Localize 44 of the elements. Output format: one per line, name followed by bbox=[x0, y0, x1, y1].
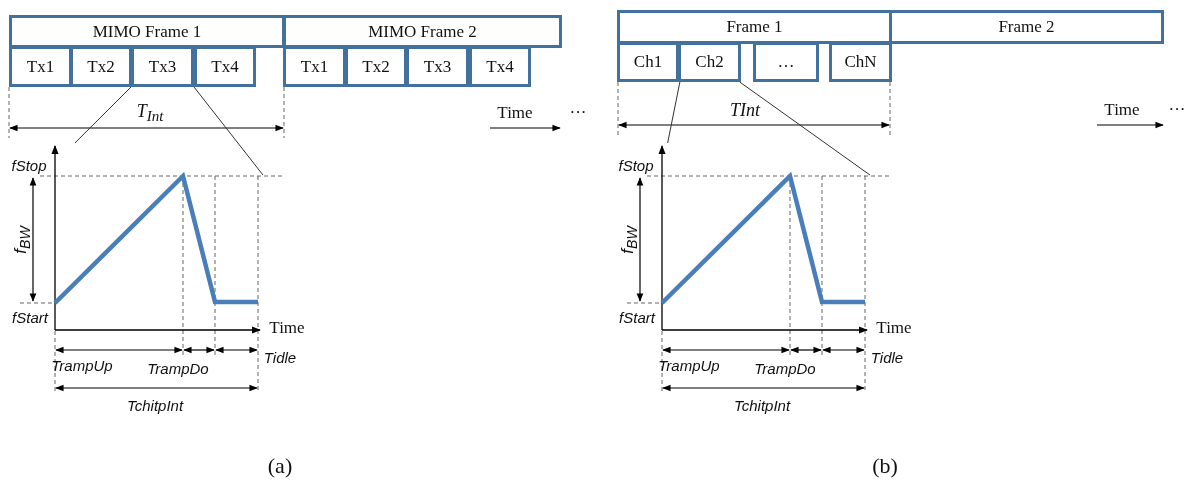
frame-box: Frame 2 bbox=[889, 10, 1164, 44]
slot-box: Tx2 bbox=[70, 46, 132, 87]
slot-box: Tx3 bbox=[131, 46, 194, 87]
slot-box: Tx2 bbox=[345, 46, 407, 87]
slot-box: Tx4 bbox=[194, 46, 256, 87]
chirp-plot bbox=[657, 143, 870, 335]
slot-box: ChN bbox=[829, 42, 892, 82]
time-interval-label: TInt bbox=[730, 99, 760, 121]
leader-line bbox=[74, 86, 132, 144]
ellipsis: ··· bbox=[569, 103, 587, 123]
frequency-label: fStop bbox=[11, 156, 47, 174]
slot-box: … bbox=[753, 42, 819, 82]
slot-box: Tx4 bbox=[469, 46, 531, 87]
ellipsis: ··· bbox=[1168, 100, 1184, 120]
leader-line bbox=[739, 81, 871, 176]
duration-label: Tidle bbox=[263, 348, 297, 366]
frequency-label: fStart bbox=[12, 308, 48, 326]
duration-label: Tidle bbox=[870, 348, 904, 366]
duration-label: TrampDo bbox=[147, 359, 209, 377]
leader-line bbox=[667, 81, 681, 144]
slot-box: Tx1 bbox=[9, 46, 72, 87]
frame-box: MIMO Frame 2 bbox=[283, 15, 562, 48]
frequency-label: fStop bbox=[618, 156, 654, 174]
slot-box: Tx3 bbox=[406, 46, 469, 87]
chirp-plot bbox=[50, 143, 263, 335]
time-interval-label: T$_{Int}$ bbox=[136, 100, 164, 126]
duration-label: TchitpInt bbox=[126, 396, 184, 414]
slot-box: Ch2 bbox=[678, 42, 741, 82]
duration-label: TrampDo bbox=[754, 359, 816, 377]
duration-label: TrampUp bbox=[51, 356, 113, 374]
slot-box: Tx1 bbox=[283, 46, 346, 87]
panel-label: (b) bbox=[872, 453, 898, 479]
axis-label: Time bbox=[1104, 100, 1140, 120]
axis-label: Time bbox=[497, 103, 533, 123]
frame-box: Frame 1 bbox=[617, 10, 892, 44]
duration-label: TchitpInt bbox=[733, 396, 791, 414]
axis-label: Time bbox=[876, 318, 912, 338]
panel-label: (a) bbox=[267, 453, 293, 479]
frame-box: MIMO Frame 1 bbox=[9, 15, 285, 48]
axis-label: Time bbox=[269, 318, 305, 338]
duration-label: TrampUp bbox=[658, 356, 720, 374]
frequency-label: fStart bbox=[619, 308, 655, 326]
slot-box: Ch1 bbox=[617, 42, 679, 82]
leader-line bbox=[193, 86, 264, 176]
